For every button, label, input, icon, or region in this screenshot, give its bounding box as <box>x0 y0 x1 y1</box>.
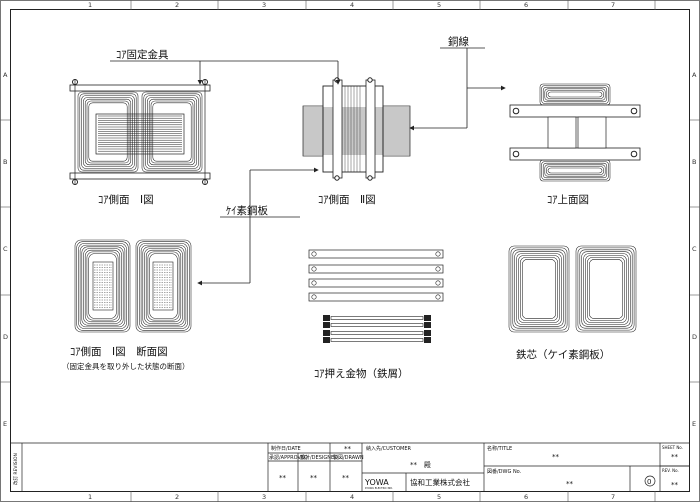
column-number: 1 <box>88 493 92 501</box>
core-side-view-2-figure <box>302 77 411 181</box>
approved-value: ** <box>279 474 287 482</box>
iron-core-label: 鉄芯（ケイ素鋼板） <box>516 348 610 361</box>
drawn-label: 製図/DRAWN <box>333 454 364 461</box>
row-letter: D <box>692 333 697 341</box>
row-letter: C <box>3 245 8 253</box>
silicon-steel-sheet-label: ｹｲ素鋼板 <box>226 204 268 217</box>
column-number: 7 <box>611 493 615 501</box>
core-side-view-1-section-label: ｺｱ側面 Ⅰ図 断面図 <box>70 345 168 358</box>
column-number: 3 <box>262 493 266 501</box>
row-letter: A <box>692 71 697 79</box>
row-letter: E <box>3 420 7 428</box>
title-label: 名称/TITLE <box>487 445 512 452</box>
title-block <box>10 442 690 491</box>
rev-value: ** <box>671 481 679 489</box>
leader-lines <box>110 47 506 286</box>
row-letter: C <box>692 245 697 253</box>
core-fixing-fitting-label: ｺｱ固定金具 <box>116 48 169 61</box>
row-letter: B <box>692 158 696 166</box>
column-number: 1 <box>88 1 92 9</box>
approved-label: 承認/APPROVED <box>269 454 308 461</box>
row-letter: E <box>692 420 696 428</box>
date-value: ** <box>344 445 352 453</box>
column-markers: 1 1 2 2 3 3 4 4 5 5 6 6 7 7 <box>88 0 656 502</box>
core-top-view-figure <box>509 83 641 182</box>
column-number: 4 <box>350 1 354 9</box>
core-side-view-2-label: ｺｱ側面 Ⅱ図 <box>318 193 376 206</box>
core-clamp-fitting-label: ｺｱ押え金物（鉄屑） <box>314 367 409 380</box>
core-side-view-1-label: ｺｱ側面 Ⅰ図 <box>98 193 154 206</box>
row-letter: D <box>3 333 8 341</box>
title-value: ** <box>552 453 560 461</box>
designed-value: ** <box>310 474 318 482</box>
column-number: 2 <box>175 1 179 9</box>
column-number: 2 <box>175 493 179 501</box>
row-letter: B <box>3 158 7 166</box>
column-number: 3 <box>262 1 266 9</box>
iron-core-figure <box>508 245 637 333</box>
column-number: 7 <box>611 1 615 9</box>
drawn-value: ** <box>342 474 350 482</box>
section-note: （固定金具を取り外した状態の断面） <box>62 361 190 371</box>
column-number: 6 <box>524 493 528 501</box>
customer-label: 納入先/CUSTOMER <box>366 445 411 452</box>
row-markers: A A B B C C D D E E <box>0 71 700 428</box>
column-number: 5 <box>437 493 441 501</box>
inner-border <box>10 9 690 492</box>
revision-circle-text: 0 <box>647 478 651 486</box>
core-top-view-label: ｺｱ上面図 <box>547 194 589 206</box>
revision-label: 改訂 REVISION <box>12 453 19 485</box>
customer-value: ** 殿 <box>410 461 431 469</box>
date-label: 制作日/DATE <box>271 445 301 452</box>
column-number: 6 <box>524 1 528 9</box>
company-name: 協和工業株式会社 <box>410 477 470 487</box>
dwg-value: ** <box>566 480 574 488</box>
column-number: 4 <box>350 493 354 501</box>
column-number: 5 <box>437 1 441 9</box>
copper-wire-label: 銅線 <box>448 35 469 48</box>
sheet-label: SHEET No. <box>662 445 683 450</box>
core-clamp-fitting-figure <box>308 249 444 343</box>
company-logo-sub: KYOWA ELECTRIC IND. <box>365 486 393 490</box>
dwg-label: 図番/DWG No. <box>487 468 522 475</box>
row-letter: A <box>3 71 8 79</box>
designed-label: 設計/DESIGNED <box>300 454 338 461</box>
core-side-view-1-section-figure <box>74 239 192 333</box>
sheet-value: ** <box>671 453 679 461</box>
core-side-view-1-figure <box>69 79 211 185</box>
revision-circle-icon <box>644 475 656 487</box>
rev-label: REV. No. <box>662 468 679 473</box>
company-logo: YOWA <box>364 478 389 487</box>
